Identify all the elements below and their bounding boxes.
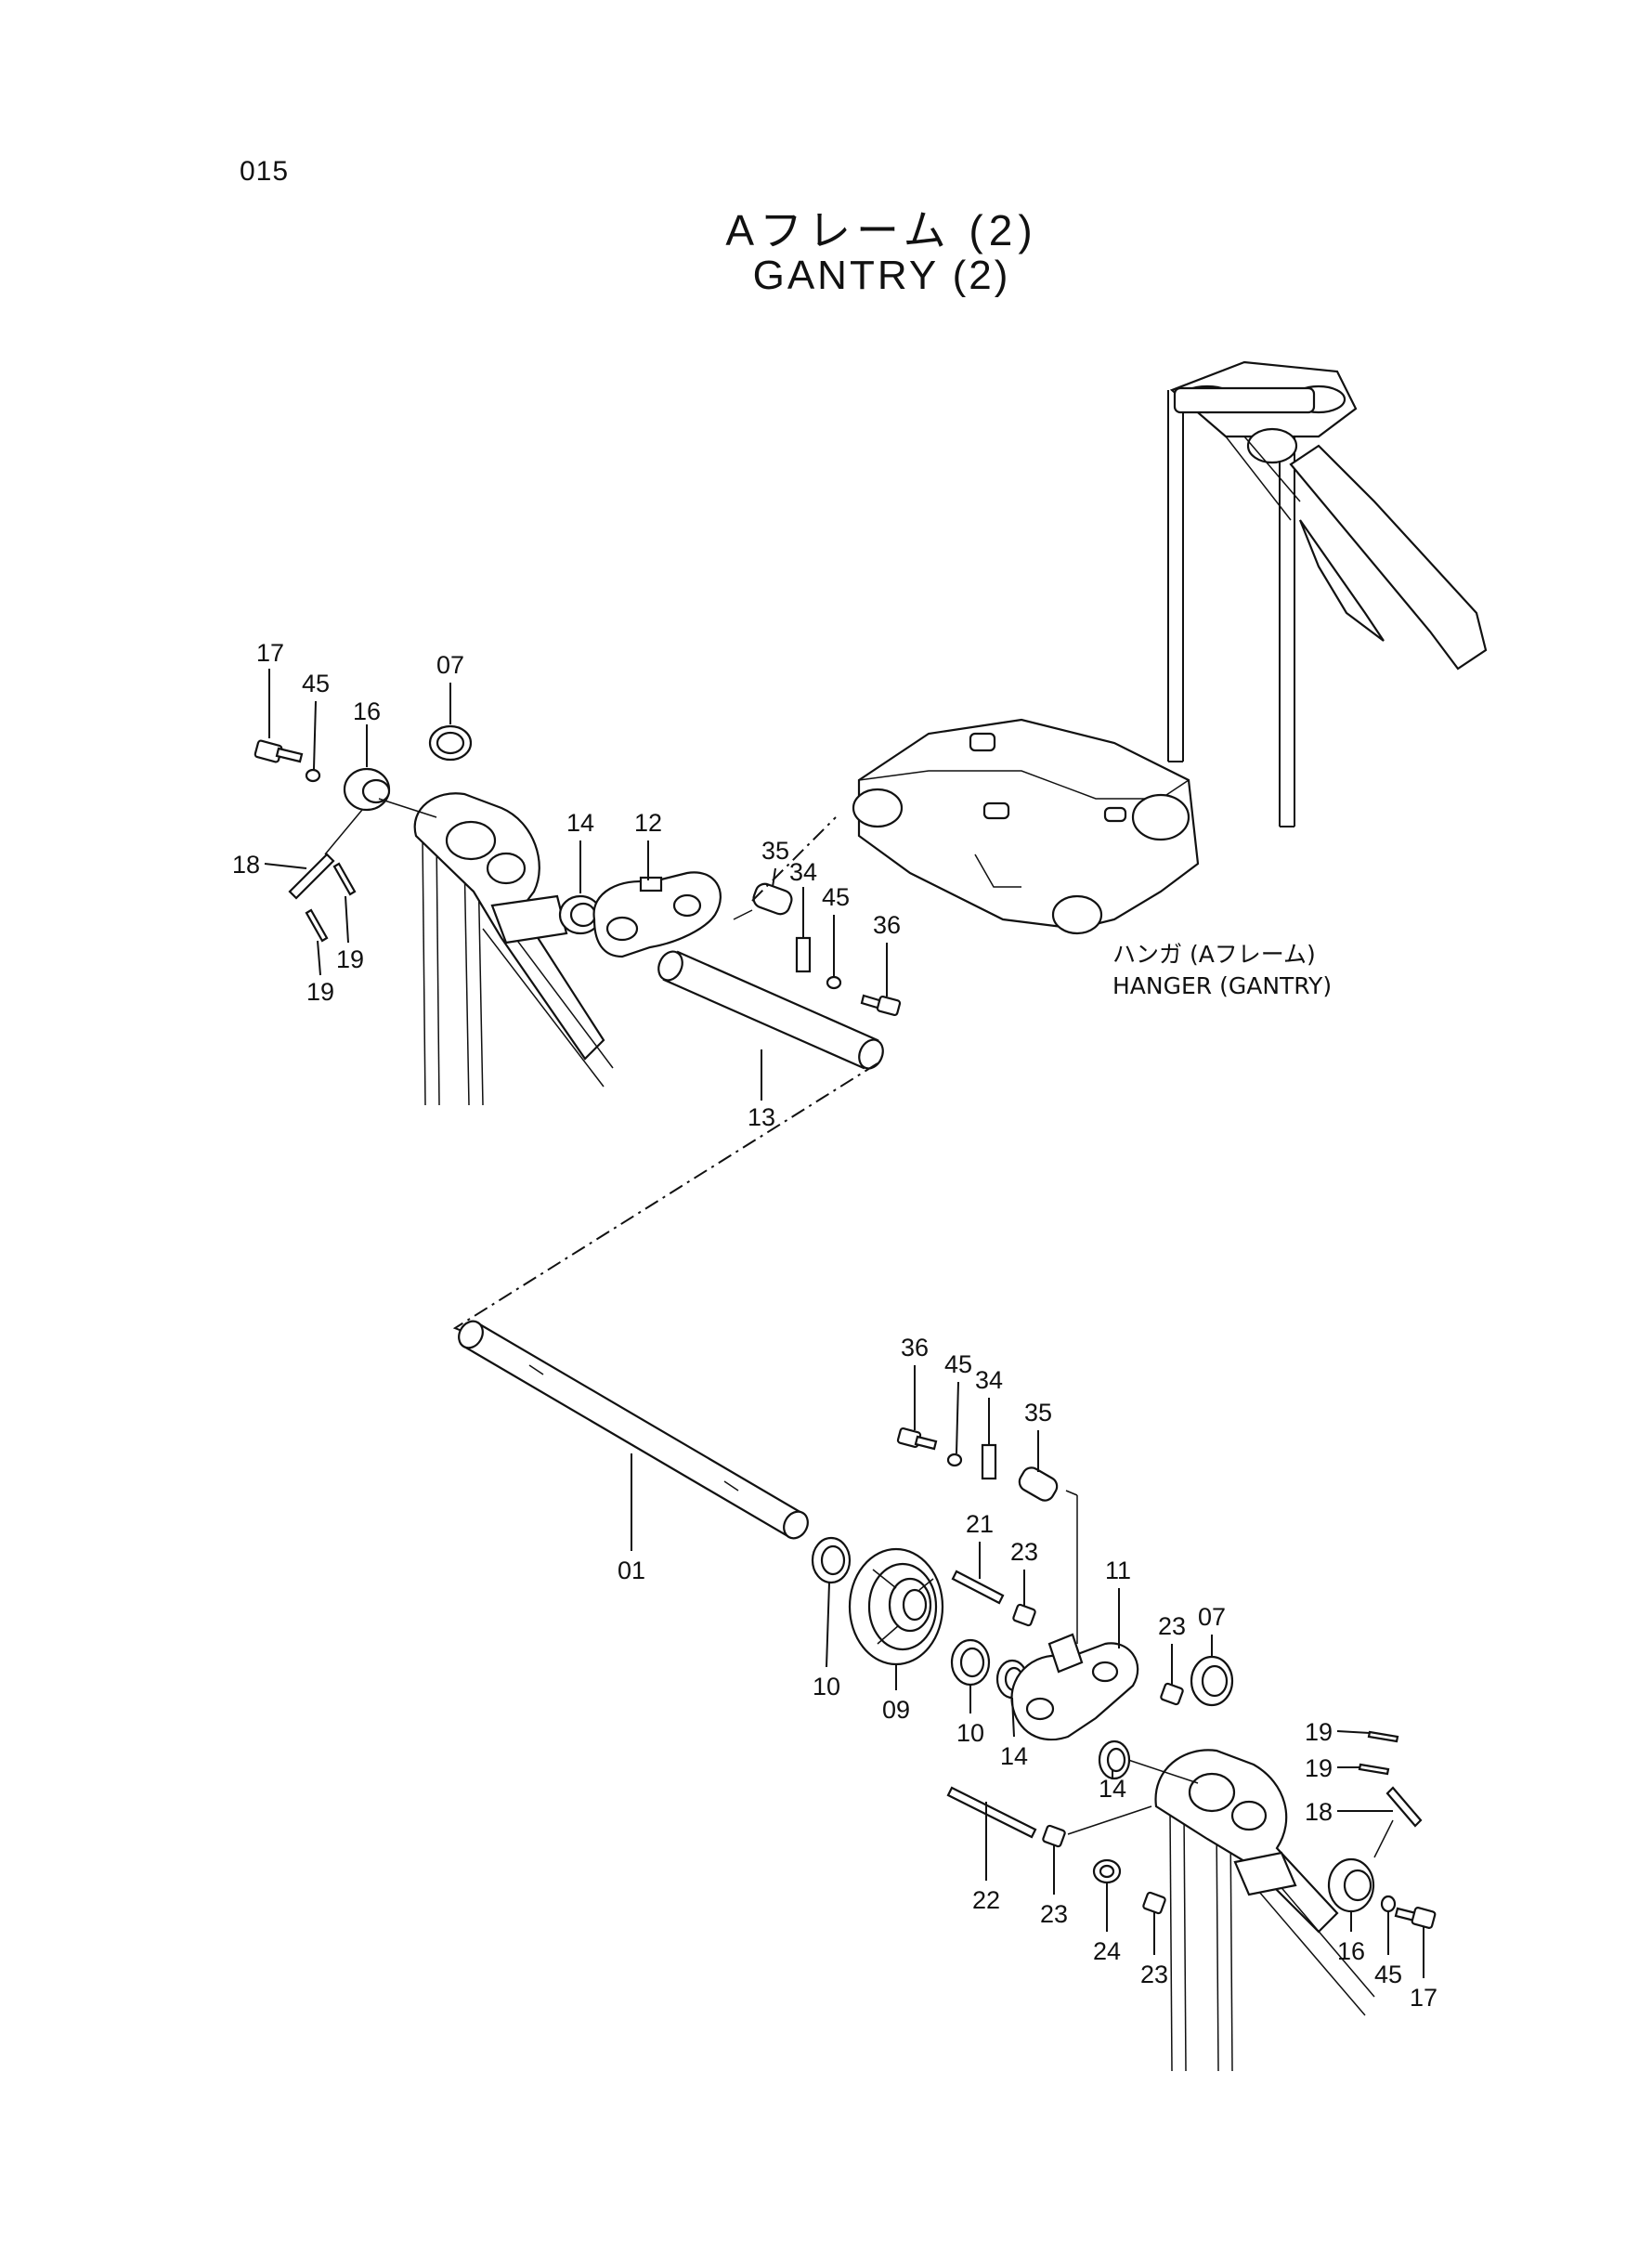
callout: 09: [882, 1696, 910, 1724]
gantry-overview-illustration: [1167, 360, 1488, 827]
upper-cotter-pin-19a: [332, 862, 357, 896]
lower-spacer-14b: [1098, 1739, 1131, 1780]
lower-seal-10b: [950, 1638, 991, 1687]
lower-main-shaft-01: [458, 1320, 809, 1540]
upper-leader-lines: [264, 669, 888, 1101]
callout: 34: [789, 858, 817, 886]
upper-lock-plate-34: [795, 936, 812, 973]
callout: 36: [901, 1334, 929, 1362]
callout: 45: [302, 670, 330, 697]
upper-bushing-07: [428, 724, 473, 762]
callout: 45: [944, 1350, 972, 1378]
callout: 17: [256, 639, 284, 667]
callout: 16: [1337, 1937, 1365, 1965]
lower-nut-23c: [1042, 1824, 1066, 1848]
upper-washer-45b: [826, 975, 842, 990]
lower-collar-16: [1327, 1857, 1375, 1913]
callout: 23: [1140, 1961, 1168, 1988]
callout: 07: [1198, 1603, 1226, 1631]
lower-nut-23d: [1142, 1891, 1166, 1915]
title-english: GANTRY (2): [752, 253, 1011, 298]
upper-washer-45: [305, 768, 321, 783]
callout: 24: [1093, 1937, 1121, 1965]
callout: 10: [813, 1673, 840, 1700]
callout: 18: [232, 851, 260, 879]
callout: 01: [618, 1557, 645, 1584]
lower-gantry-arm: [1154, 1749, 1375, 2072]
lower-washer-45b: [1380, 1895, 1397, 1913]
callout: 19: [336, 945, 364, 973]
callout: 14: [566, 809, 594, 837]
lower-bolt-36: [896, 1427, 938, 1451]
callout: 11: [1105, 1557, 1131, 1584]
lower-pin-18: [1385, 1786, 1423, 1828]
callout: 07: [436, 651, 464, 679]
callout: 21: [966, 1510, 994, 1538]
lower-long-bolt-22: [946, 1786, 1037, 1839]
lower-washer-45a: [946, 1453, 963, 1467]
upper-link-plate-12: [592, 871, 722, 958]
callout: 19: [1305, 1754, 1333, 1782]
callout: 18: [1305, 1798, 1333, 1826]
upper-gantry-arm: [413, 792, 614, 1106]
callout: 23: [1158, 1612, 1186, 1640]
hanger-caption-japanese: ハンガ (Aフレーム): [1112, 941, 1316, 968]
lower-pin-35: [1018, 1466, 1059, 1502]
callout: 45: [822, 883, 850, 911]
lower-bolt-17: [1394, 1907, 1437, 1929]
upper-callouts: 17 45 16 07 18 19 19 14 12 35 34 45 36 1…: [232, 639, 901, 1131]
assembly-connection-line: [452, 1062, 878, 1338]
hanger-block: [852, 718, 1200, 935]
callout: 14: [1000, 1742, 1028, 1770]
upper-connection-line: [751, 816, 837, 902]
callout: 23: [1040, 1900, 1068, 1928]
callout: 35: [1024, 1399, 1052, 1427]
callout: 36: [873, 911, 901, 939]
lower-lock-plate-34: [981, 1443, 997, 1480]
callout: 23: [1010, 1538, 1038, 1566]
upper-bolt-17: [254, 739, 304, 763]
lower-bushing-07: [1190, 1655, 1234, 1707]
lower-cotter-pin-19a: [1367, 1730, 1399, 1743]
callout: 13: [748, 1103, 775, 1131]
upper-spacer-14: [558, 894, 603, 935]
callout: 45: [1374, 1961, 1402, 1988]
title-japanese: Aフレーム (2): [725, 206, 1038, 254]
lower-sleeve-24: [1092, 1858, 1122, 1884]
lower-bolt-21: [951, 1570, 1005, 1605]
upper-pin-18: [288, 853, 335, 900]
upper-bolt-36: [860, 994, 902, 1017]
callout: 12: [634, 809, 662, 837]
lower-cotter-pin-19b: [1358, 1763, 1390, 1776]
lower-nut-23a: [1012, 1603, 1036, 1627]
hanger-caption-english: HANGER (GANTRY): [1112, 972, 1332, 999]
callout: 22: [972, 1886, 1000, 1914]
upper-collar-16: [343, 767, 391, 812]
callout: 19: [1305, 1718, 1333, 1746]
callout: 17: [1410, 1984, 1437, 2012]
callout: 35: [761, 837, 789, 865]
callout: 19: [306, 978, 334, 1006]
upper-cotter-pin-19b: [305, 908, 329, 943]
callout: 10: [956, 1719, 984, 1747]
callout: 14: [1099, 1775, 1126, 1803]
lower-nut-23b: [1160, 1682, 1184, 1706]
lower-leader-lines: [631, 1365, 1424, 1978]
page-number: 015: [240, 156, 290, 187]
sheave-09: [848, 1547, 944, 1666]
upper-pin-35: [752, 882, 793, 916]
callout: 34: [975, 1366, 1003, 1394]
lower-callouts: 36 45 34 35 01 21 23 11 23 07 10 09 10 1…: [618, 1334, 1437, 2012]
callout: 16: [353, 697, 381, 725]
upper-shaft-13: [657, 950, 884, 1070]
lower-link-plate-11: [1010, 1633, 1139, 1741]
lower-seal-10a: [811, 1536, 852, 1584]
